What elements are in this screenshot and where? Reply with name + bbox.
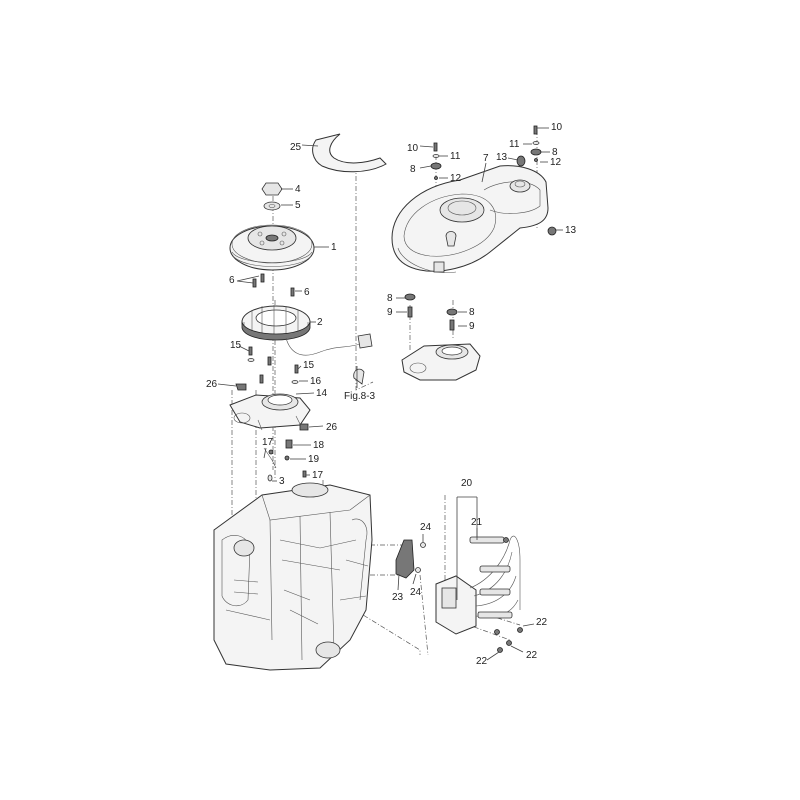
callout-24: 24 [420, 522, 432, 533]
callout-25: 25 [290, 142, 302, 153]
rectifier [395, 539, 415, 579]
callout-4: 4 [295, 184, 301, 195]
callout-17: 17 [312, 470, 324, 481]
engine-block [213, 482, 373, 671]
callout-9: 9 [387, 307, 393, 318]
callout-8: 8 [410, 164, 416, 175]
callout-2: 2 [317, 317, 323, 328]
stator [241, 305, 311, 341]
leader-lines [217, 127, 563, 661]
callout-22: 22 [526, 650, 538, 661]
callout-6: 6 [229, 275, 235, 286]
crescent-plate [312, 133, 387, 173]
mounting-bracket [401, 343, 481, 381]
ignition-coil-assembly [435, 535, 523, 653]
stator-base [229, 383, 311, 431]
callout-20: 20 [461, 478, 473, 489]
callout-10: 10 [407, 143, 419, 154]
callout-8: 8 [552, 147, 558, 158]
callout-labels: 25 4 5 1 6 6 2 15 15 16 14 26 26 17 18 1… [206, 122, 577, 667]
callout-12: 12 [550, 157, 562, 168]
callout-23: 23 [392, 592, 404, 603]
callout-11: 11 [509, 139, 520, 150]
callout-8: 8 [387, 293, 393, 304]
flywheel-nut [261, 182, 283, 196]
callout-24: 24 [410, 587, 422, 598]
callout-26: 26 [326, 422, 338, 433]
callout-21: 21 [471, 517, 483, 528]
stator-wire [285, 337, 369, 356]
washer [263, 201, 281, 211]
callout-3: 3 [279, 476, 285, 487]
callout-26: 26 [206, 379, 218, 390]
callout-19: 19 [308, 454, 320, 465]
callout-16: 16 [310, 376, 322, 387]
callout-22: 22 [536, 617, 548, 628]
callout-9: 9 [469, 321, 475, 332]
callout-8: 8 [469, 307, 475, 318]
fasteners [247, 125, 557, 482]
rectifier-bolt [420, 542, 426, 548]
callout-5: 5 [295, 200, 301, 211]
flywheel [229, 224, 315, 271]
callout-15: 15 [303, 360, 315, 371]
callout-1: 1 [331, 242, 337, 253]
callout-13: 13 [496, 152, 508, 163]
callout-15: 15 [230, 340, 242, 351]
fig-8-3-clip [353, 368, 365, 385]
stator-connector [357, 333, 373, 349]
callout-7: 7 [483, 153, 489, 164]
fig-reference: Fig.8-3 [344, 391, 376, 402]
washer-hole [268, 204, 276, 208]
callout-6: 6 [304, 287, 310, 298]
callout-12: 12 [450, 173, 462, 184]
callout-22: 22 [476, 656, 488, 667]
rectifier-bolt [415, 567, 421, 573]
flywheel-cover [391, 165, 549, 273]
callout-11: 11 [450, 151, 461, 162]
callout-17: 17 [262, 437, 274, 448]
callout-18: 18 [313, 440, 325, 451]
callout-13: 13 [565, 225, 577, 236]
callout-10: 10 [551, 122, 563, 133]
callout-14: 14 [316, 388, 328, 399]
